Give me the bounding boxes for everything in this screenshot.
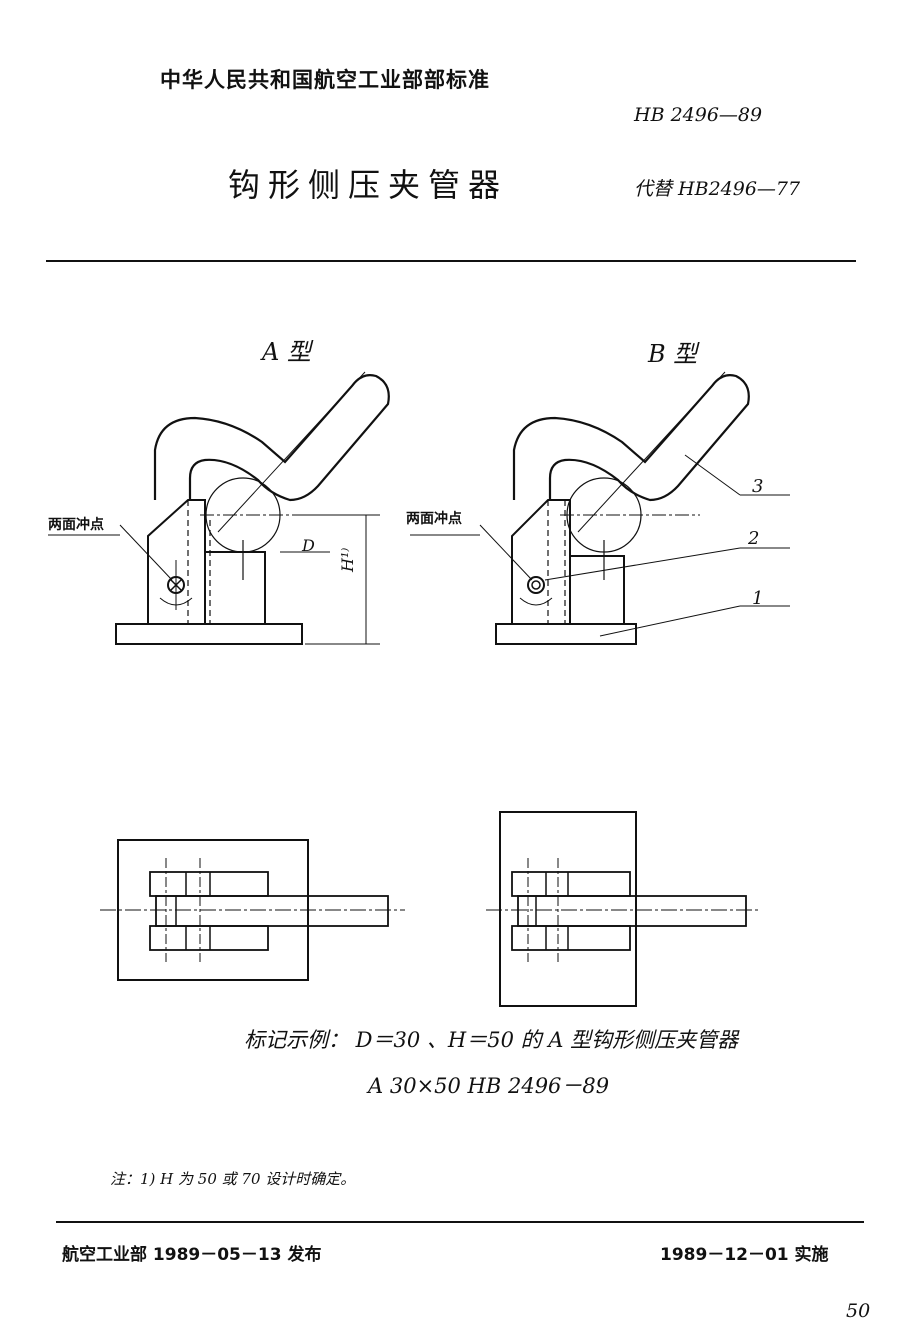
type-b-base-plate (495, 623, 637, 645)
type-b-plan (486, 811, 760, 1007)
part-number-2: 2 (748, 528, 760, 549)
type-b-label: B 型 (648, 340, 698, 368)
footnote: 注：1) H 为 50 或 70 设计时确定。 (110, 1170, 356, 1188)
type-b-elevation (410, 371, 790, 645)
implementation-date: 1989－12－01 实施 (660, 1245, 829, 1265)
replaces-standard: 代替 HB2496—77 (634, 178, 801, 200)
type-b-body (511, 499, 571, 624)
punch-note-a: 两面冲点 (48, 517, 104, 533)
issuing-organization: 中华人民共和国航空工业部部标准 (160, 68, 490, 92)
type-a-centerline (217, 371, 366, 533)
marking-example-line1: 标记示例： D＝30 、H＝50 的 A 型钩形侧压夹管器 (244, 1028, 739, 1052)
marking-example-line2: A 30×50 HB 2496－89 (368, 1074, 610, 1098)
document-title: 钩形侧压夹管器 (228, 166, 509, 204)
dimension-d-label: D (302, 536, 315, 555)
type-a-plan (100, 839, 405, 981)
type-a-label: A 型 (262, 338, 311, 366)
punch-note-b: 两面冲点 (406, 511, 462, 527)
issue-date: 航空工业部 1989－05－13 发布 (62, 1245, 322, 1265)
type-a-hook (153, 374, 390, 502)
part-number-1: 1 (752, 588, 764, 609)
type-a-base-plate (115, 623, 303, 645)
dimension-h-label: H¹⁾ (338, 547, 357, 572)
header-rule (46, 260, 856, 262)
type-b-hook (512, 374, 750, 502)
standard-number: HB 2496—89 (634, 104, 763, 126)
page-number: 50 (846, 1300, 871, 1322)
type-a-elevation (48, 371, 390, 645)
part-number-3: 3 (752, 476, 764, 497)
